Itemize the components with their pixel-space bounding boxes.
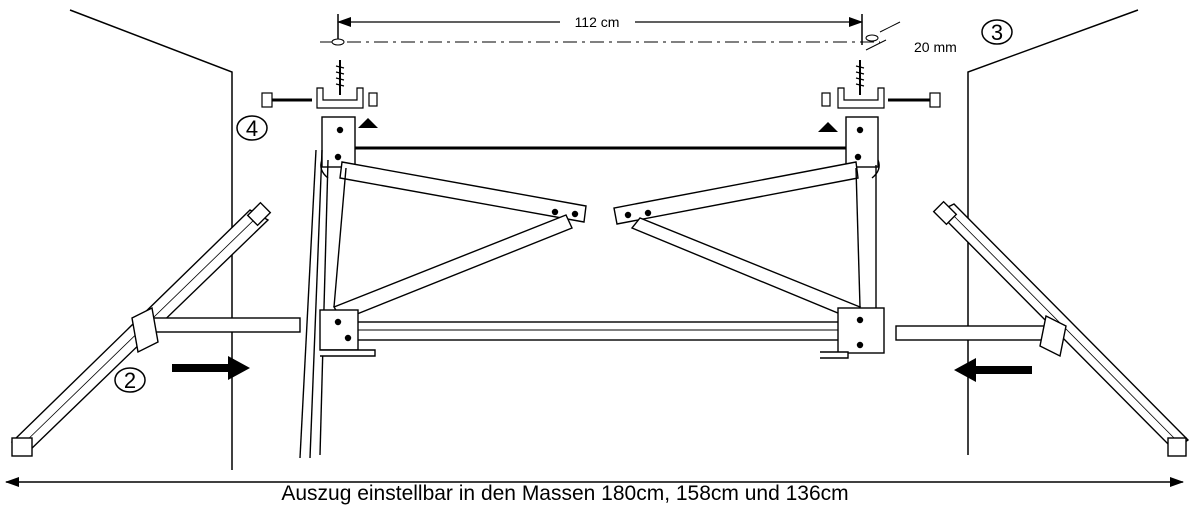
right-folding-arm [613,161,862,319]
left-mounting-screw [261,60,378,109]
step-marker-2: 2 [114,367,146,393]
dimension-112cm [320,14,901,51]
right-mount-pointer [818,122,838,132]
extension-caption: Auszug einstellbar in den Massen 180cm, … [281,482,848,505]
push-arrow-left-side [172,356,250,380]
step-3-number: 3 [991,20,1003,45]
step-2-number: 2 [124,368,136,393]
step-marker-4: 4 [236,115,268,141]
hole-depth-label: 20 mm [914,39,957,55]
step-marker-3: 3 [981,19,1013,45]
awning-frame [299,116,880,459]
push-arrow-right-side [954,358,1032,382]
right-telescopic-support [895,200,1189,457]
distance-label: 112 cm [575,14,620,30]
left-folding-arm [332,161,587,321]
right-mounting-screw [821,60,941,109]
front-bar [319,307,885,359]
left-mount-pointer [358,118,378,128]
step-4-number: 4 [246,116,258,141]
left-telescopic-support [10,201,301,457]
